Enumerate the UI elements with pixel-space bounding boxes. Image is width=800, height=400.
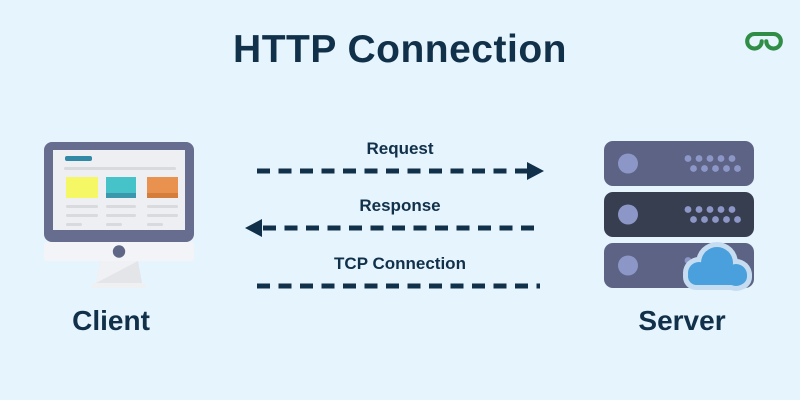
cloud-icon [683, 242, 752, 291]
page-title: HTTP Connection [233, 28, 567, 71]
request-arrow-label: Request [366, 139, 434, 158]
client-desktop-monitor-icon [44, 142, 194, 288]
arrowhead-left-icon [245, 219, 262, 237]
server-rack-icon [604, 141, 754, 291]
request-arrow [257, 162, 544, 180]
tcp-connection-line [257, 283, 540, 289]
tcp-connection-label: TCP Connection [334, 254, 466, 273]
server-unit-middle [604, 192, 754, 237]
server-label: Server [638, 305, 726, 336]
arrowhead-right-icon [527, 162, 544, 180]
server-unit-top [604, 141, 754, 186]
geeksforgeeks-logo-icon [745, 31, 783, 51]
response-arrow-label: Response [359, 196, 441, 215]
response-arrow [245, 219, 540, 237]
monitor-power-button [112, 245, 126, 258]
client-label: Client [72, 305, 150, 336]
